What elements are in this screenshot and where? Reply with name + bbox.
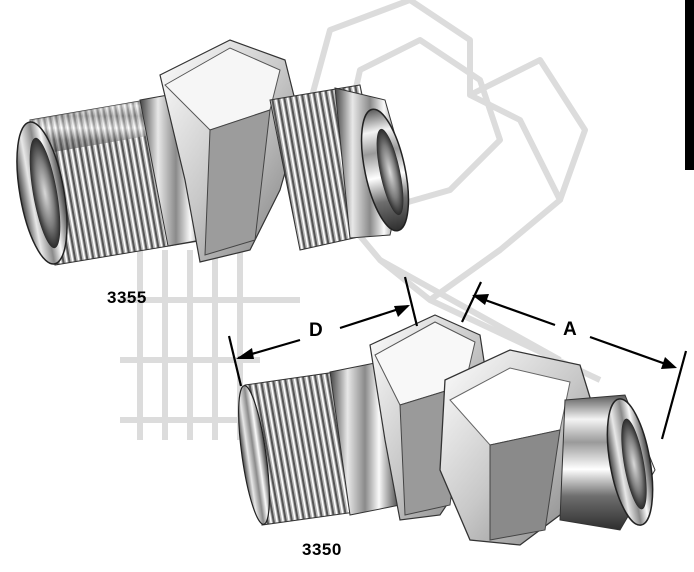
side-tab-marker: [685, 0, 694, 170]
dimension-a-label: A: [563, 319, 577, 340]
part-number-3350: 3350: [302, 540, 342, 559]
dimension-d-marker: [227, 276, 419, 387]
fitting-3350: [238, 314, 656, 546]
fitting-3355: [16, 39, 410, 266]
dimension-a-marker: [461, 281, 688, 440]
dimension-d-label: D: [309, 320, 323, 341]
part-number-3355: 3355: [107, 288, 147, 307]
